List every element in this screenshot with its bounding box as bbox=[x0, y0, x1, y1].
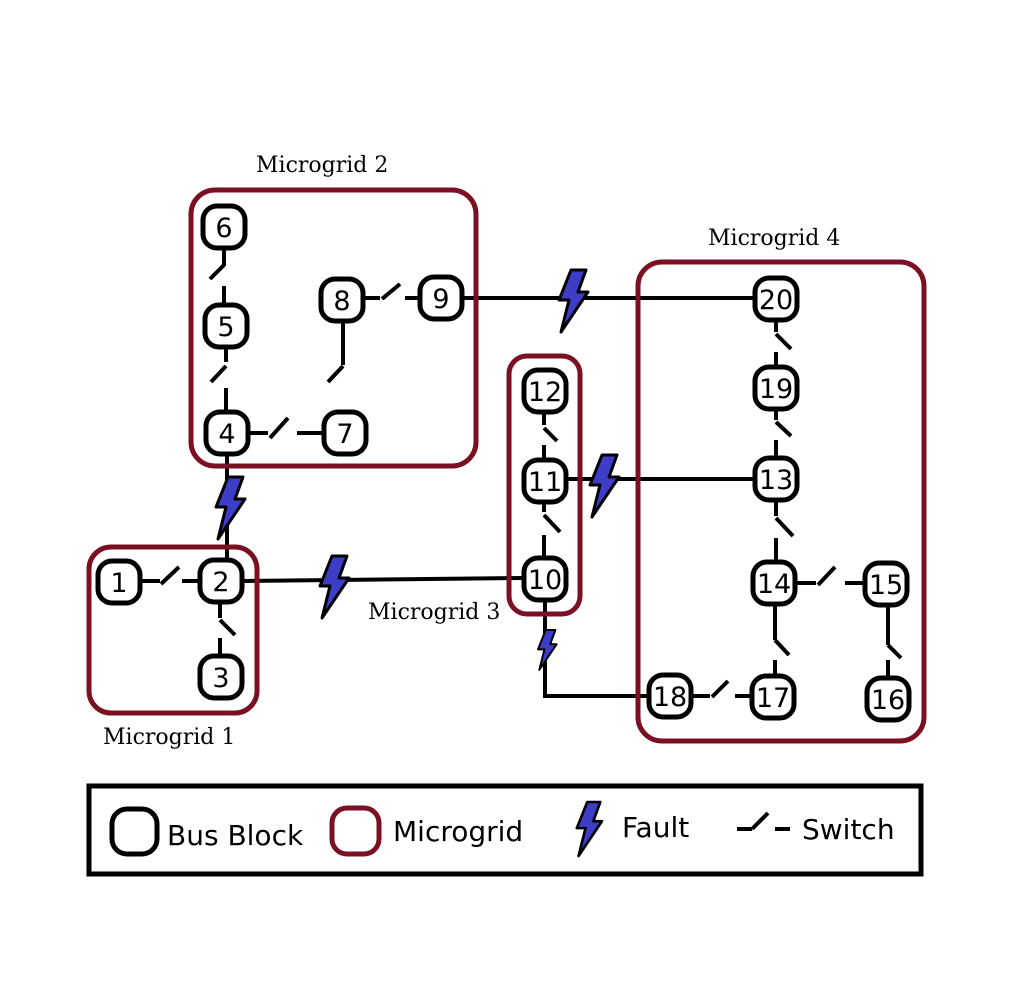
switch-6-5 bbox=[208, 263, 226, 281]
switch-7-8 bbox=[326, 364, 345, 384]
switch-14-15 bbox=[816, 565, 837, 587]
microgrid-1-label: Microgrid 1 bbox=[103, 725, 235, 750]
bus-label: 18 bbox=[653, 682, 687, 713]
switch-13-14 bbox=[774, 516, 795, 538]
microgrid-3-label: Microgrid 3 bbox=[368, 600, 500, 625]
bus-label: 13 bbox=[759, 465, 793, 496]
bus-label: 3 bbox=[212, 663, 229, 694]
microgrid-4-label: Microgrid 4 bbox=[708, 226, 840, 251]
bus-block-16[interactable]: 16 bbox=[864, 675, 912, 723]
bus-block-9[interactable]: 9 bbox=[417, 274, 465, 322]
switch-20-19 bbox=[774, 332, 793, 351]
switch-19-13 bbox=[774, 420, 793, 438]
bus-block-17[interactable]: 17 bbox=[749, 673, 797, 721]
switch-icon bbox=[750, 811, 770, 831]
bus-label: 8 bbox=[333, 286, 350, 317]
microgrid-2-boundary bbox=[188, 187, 479, 469]
bus-block-8[interactable]: 8 bbox=[318, 276, 366, 324]
legend: Bus Block Microgrid Fault Switch bbox=[86, 783, 924, 877]
fault-icon bbox=[318, 554, 351, 620]
legend-microgrid-label: Microgrid bbox=[393, 815, 523, 848]
bus-label: 17 bbox=[756, 683, 790, 714]
switch-11-10 bbox=[542, 513, 562, 534]
switch-15-16 bbox=[886, 643, 903, 660]
bus-label: 1 bbox=[110, 568, 127, 599]
bus-block-18[interactable]: 18 bbox=[646, 672, 694, 720]
bus-block-10[interactable]: 10 bbox=[521, 555, 569, 603]
microgrid-1-boundary bbox=[86, 544, 260, 716]
switch-8-9 bbox=[380, 282, 402, 301]
bus-block-12[interactable]: 12 bbox=[521, 367, 569, 415]
buses: 6 5 4 8 9 7 1 2 bbox=[95, 203, 912, 723]
fault-icon bbox=[536, 628, 559, 672]
microgrid-2-label: Microgrid 2 bbox=[256, 153, 388, 178]
switch-1-2 bbox=[159, 565, 181, 586]
bus-block-20[interactable]: 20 bbox=[752, 275, 800, 323]
bus-block-14[interactable]: 14 bbox=[750, 559, 798, 607]
switch-2-3 bbox=[218, 618, 237, 637]
switches bbox=[159, 263, 903, 699]
bus-block-4[interactable]: 4 bbox=[203, 409, 251, 457]
wire-2-10 bbox=[241, 576, 525, 583]
switch-14-17 bbox=[773, 638, 791, 657]
bus-label: 10 bbox=[528, 565, 562, 596]
microgrids: Microgrid 2 Microgrid 4 Microgrid 3 Micr… bbox=[86, 153, 927, 750]
bus-label: 11 bbox=[528, 467, 562, 498]
bus-label: 4 bbox=[218, 419, 235, 450]
microgrid-3-boundary bbox=[506, 353, 583, 617]
fault-icon bbox=[588, 453, 621, 519]
legend-bus-block-label: Bus Block bbox=[167, 819, 304, 852]
bus-block-icon bbox=[109, 806, 160, 857]
bus-label: 14 bbox=[757, 569, 791, 600]
bus-label: 19 bbox=[759, 374, 793, 405]
fault-icon bbox=[214, 475, 247, 541]
bus-block-11[interactable]: 11 bbox=[521, 457, 569, 505]
bus-label: 6 bbox=[215, 213, 232, 244]
bus-block-1[interactable]: 1 bbox=[95, 558, 143, 606]
microgrid-icon bbox=[329, 805, 382, 857]
bus-label: 9 bbox=[432, 284, 449, 315]
fault-icon bbox=[557, 268, 590, 334]
legend-switch-label: Switch bbox=[802, 813, 895, 846]
switch-5-4 bbox=[209, 364, 228, 384]
switch-4-7 bbox=[268, 416, 290, 440]
bus-block-15[interactable]: 15 bbox=[862, 560, 910, 608]
bus-block-7[interactable]: 7 bbox=[321, 409, 369, 457]
legend-fault-label: Fault bbox=[622, 811, 689, 844]
bus-block-3[interactable]: 3 bbox=[197, 653, 245, 701]
bus-label: 20 bbox=[759, 285, 793, 316]
bus-block-2[interactable]: 2 bbox=[197, 557, 245, 605]
bus-block-19[interactable]: 19 bbox=[752, 364, 800, 412]
bus-label: 12 bbox=[528, 377, 562, 408]
switch-18-17 bbox=[710, 679, 730, 699]
bus-block-13[interactable]: 13 bbox=[752, 455, 800, 503]
microgrid-4-boundary bbox=[635, 259, 927, 744]
bus-block-5[interactable]: 5 bbox=[202, 302, 250, 350]
bus-label: 7 bbox=[336, 419, 353, 450]
bus-label: 2 bbox=[212, 567, 229, 598]
bus-block-6[interactable]: 6 bbox=[200, 203, 248, 251]
switch-12-11 bbox=[542, 426, 559, 443]
bus-label: 5 bbox=[217, 312, 234, 343]
bus-label: 15 bbox=[869, 570, 903, 601]
bus-label: 16 bbox=[871, 685, 905, 716]
